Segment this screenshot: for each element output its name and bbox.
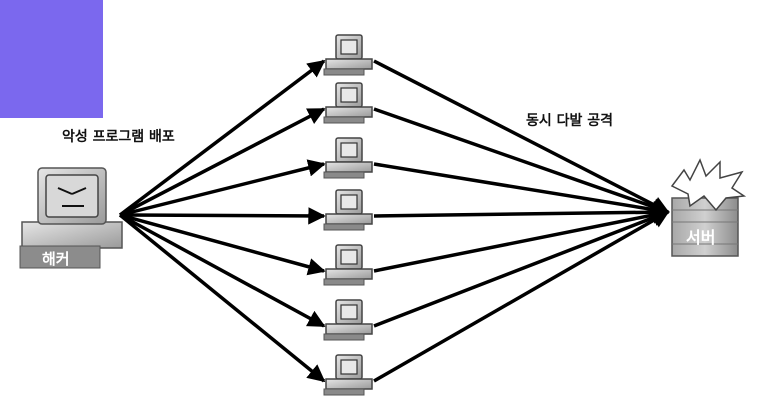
attack-arrow <box>373 210 670 383</box>
attack-arrows <box>373 59 670 383</box>
explosion-icon <box>670 158 747 212</box>
zombie-pc <box>323 354 373 396</box>
zombie-pc <box>323 189 373 231</box>
distribution-arrow <box>119 159 326 217</box>
attack-arrow <box>373 107 670 216</box>
attack-arrow <box>373 206 670 273</box>
attack-arrow <box>373 162 670 219</box>
distribute-label: 악성 프로그램 배포 <box>62 129 175 145</box>
distribution-arrow <box>119 207 326 225</box>
attack-arrow <box>373 209 670 328</box>
distribution-arrows <box>118 59 326 383</box>
zombie-pc <box>323 34 373 76</box>
hacker-eyes-icon <box>57 187 87 195</box>
distribution-arrow <box>119 213 326 276</box>
distribution-arrow <box>118 213 326 383</box>
distribution-arrow <box>119 213 326 328</box>
hacker-label: 해커 <box>42 250 70 268</box>
server-device <box>670 158 747 257</box>
server-label: 서버 <box>686 228 716 247</box>
zombie-pc <box>323 244 373 286</box>
attack-arrow <box>373 59 670 214</box>
zombie-pc <box>323 82 373 124</box>
attack-arrow <box>373 203 670 221</box>
zombie-pc <box>323 137 373 179</box>
accent-block <box>0 0 103 118</box>
distribution-arrow <box>119 107 326 217</box>
attack-label: 동시 다발 공격 <box>526 113 614 129</box>
zombie-pc <box>323 299 373 341</box>
distribution-arrow <box>118 59 326 217</box>
zombie-pcs <box>323 34 373 396</box>
hacker-computer <box>19 167 123 269</box>
